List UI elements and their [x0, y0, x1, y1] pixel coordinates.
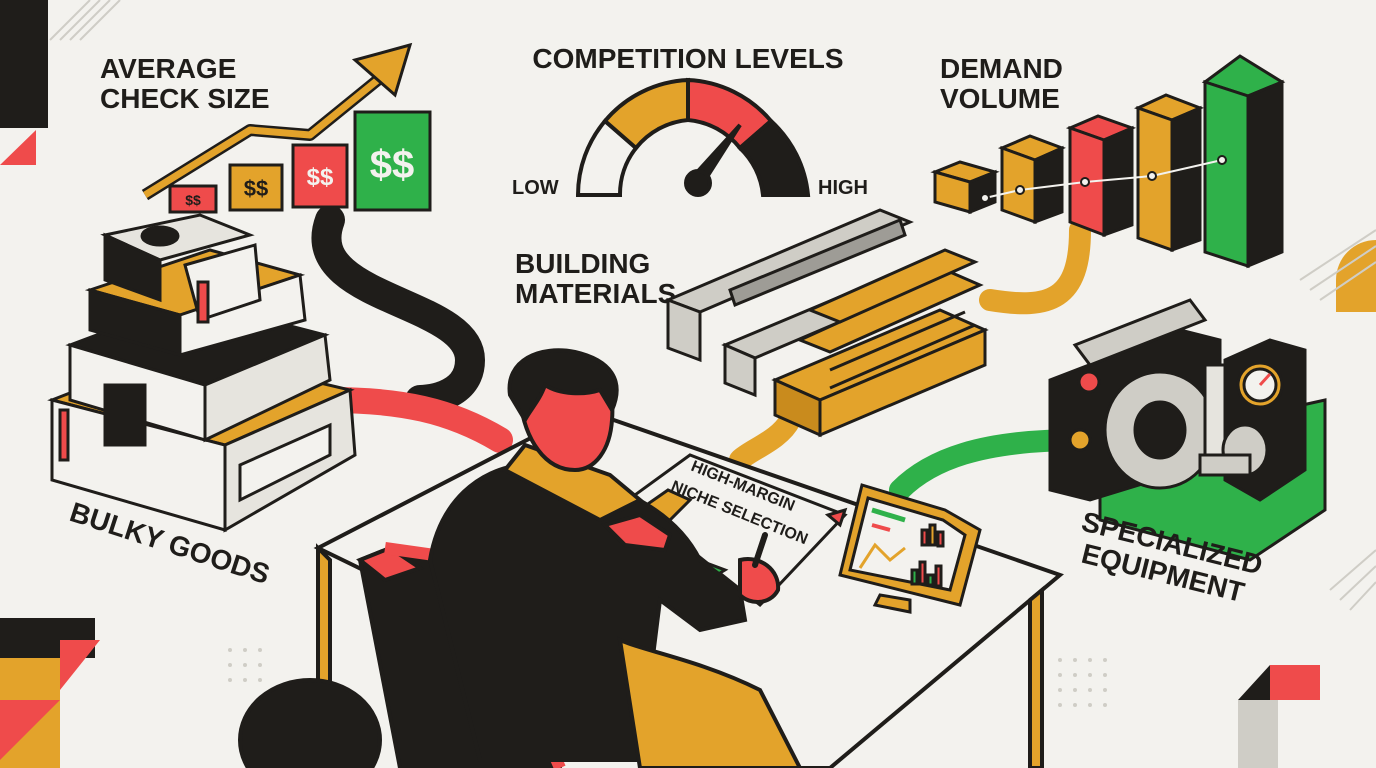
person	[427, 348, 803, 768]
competition-title: COMPETITION LEVELS	[532, 43, 843, 74]
demand-bar-1	[930, 160, 1000, 215]
price-tag-xlarge	[353, 110, 432, 212]
price-tags: $$ $$ $$ $$	[168, 110, 432, 214]
demand-title-line1: DEMAND	[940, 53, 1063, 84]
price-tag-small-text: $$	[185, 192, 201, 208]
building-title-line2: MATERIALS	[515, 278, 676, 309]
price-tag-medium	[228, 163, 284, 212]
corner-decor-bottom-left	[0, 618, 100, 768]
demand-title-line2: VOLUME	[940, 83, 1060, 114]
gauge-icon	[575, 77, 811, 197]
gauge-low-label: LOW	[512, 177, 559, 199]
building-materials-illustration	[663, 208, 989, 438]
average-check-title-line2: CHECK SIZE	[100, 83, 270, 114]
demand-bar-3	[1065, 114, 1137, 238]
corner-decor-right	[1238, 229, 1376, 768]
pen-icon	[752, 532, 768, 568]
corner-decor-top-left	[0, 0, 121, 165]
bar-chart-icon	[930, 54, 1286, 269]
tablet-chart-icon	[838, 483, 982, 614]
trend-arrow-icon	[141, 42, 413, 201]
bulky-goods-illustration	[47, 213, 357, 533]
demand-bar-2	[997, 134, 1066, 225]
demand-bar-4	[1134, 93, 1204, 253]
price-tag-small	[168, 184, 218, 214]
gauge-high-label: HIGH	[818, 177, 868, 199]
average-check-title-line1: AVERAGE	[100, 53, 236, 84]
price-tag-medium-text: $$	[244, 176, 268, 201]
building-title-line1: BUILDING	[515, 248, 650, 279]
dot-pattern	[228, 648, 1107, 707]
demand-bar-5	[1201, 54, 1286, 269]
price-tag-large-text: $$	[307, 164, 334, 191]
price-tag-large	[291, 143, 349, 209]
price-tag-xlarge-text: $$	[370, 143, 415, 187]
specialized-equipment-illustration	[1048, 298, 1327, 562]
connector-paths	[311, 205, 1091, 501]
